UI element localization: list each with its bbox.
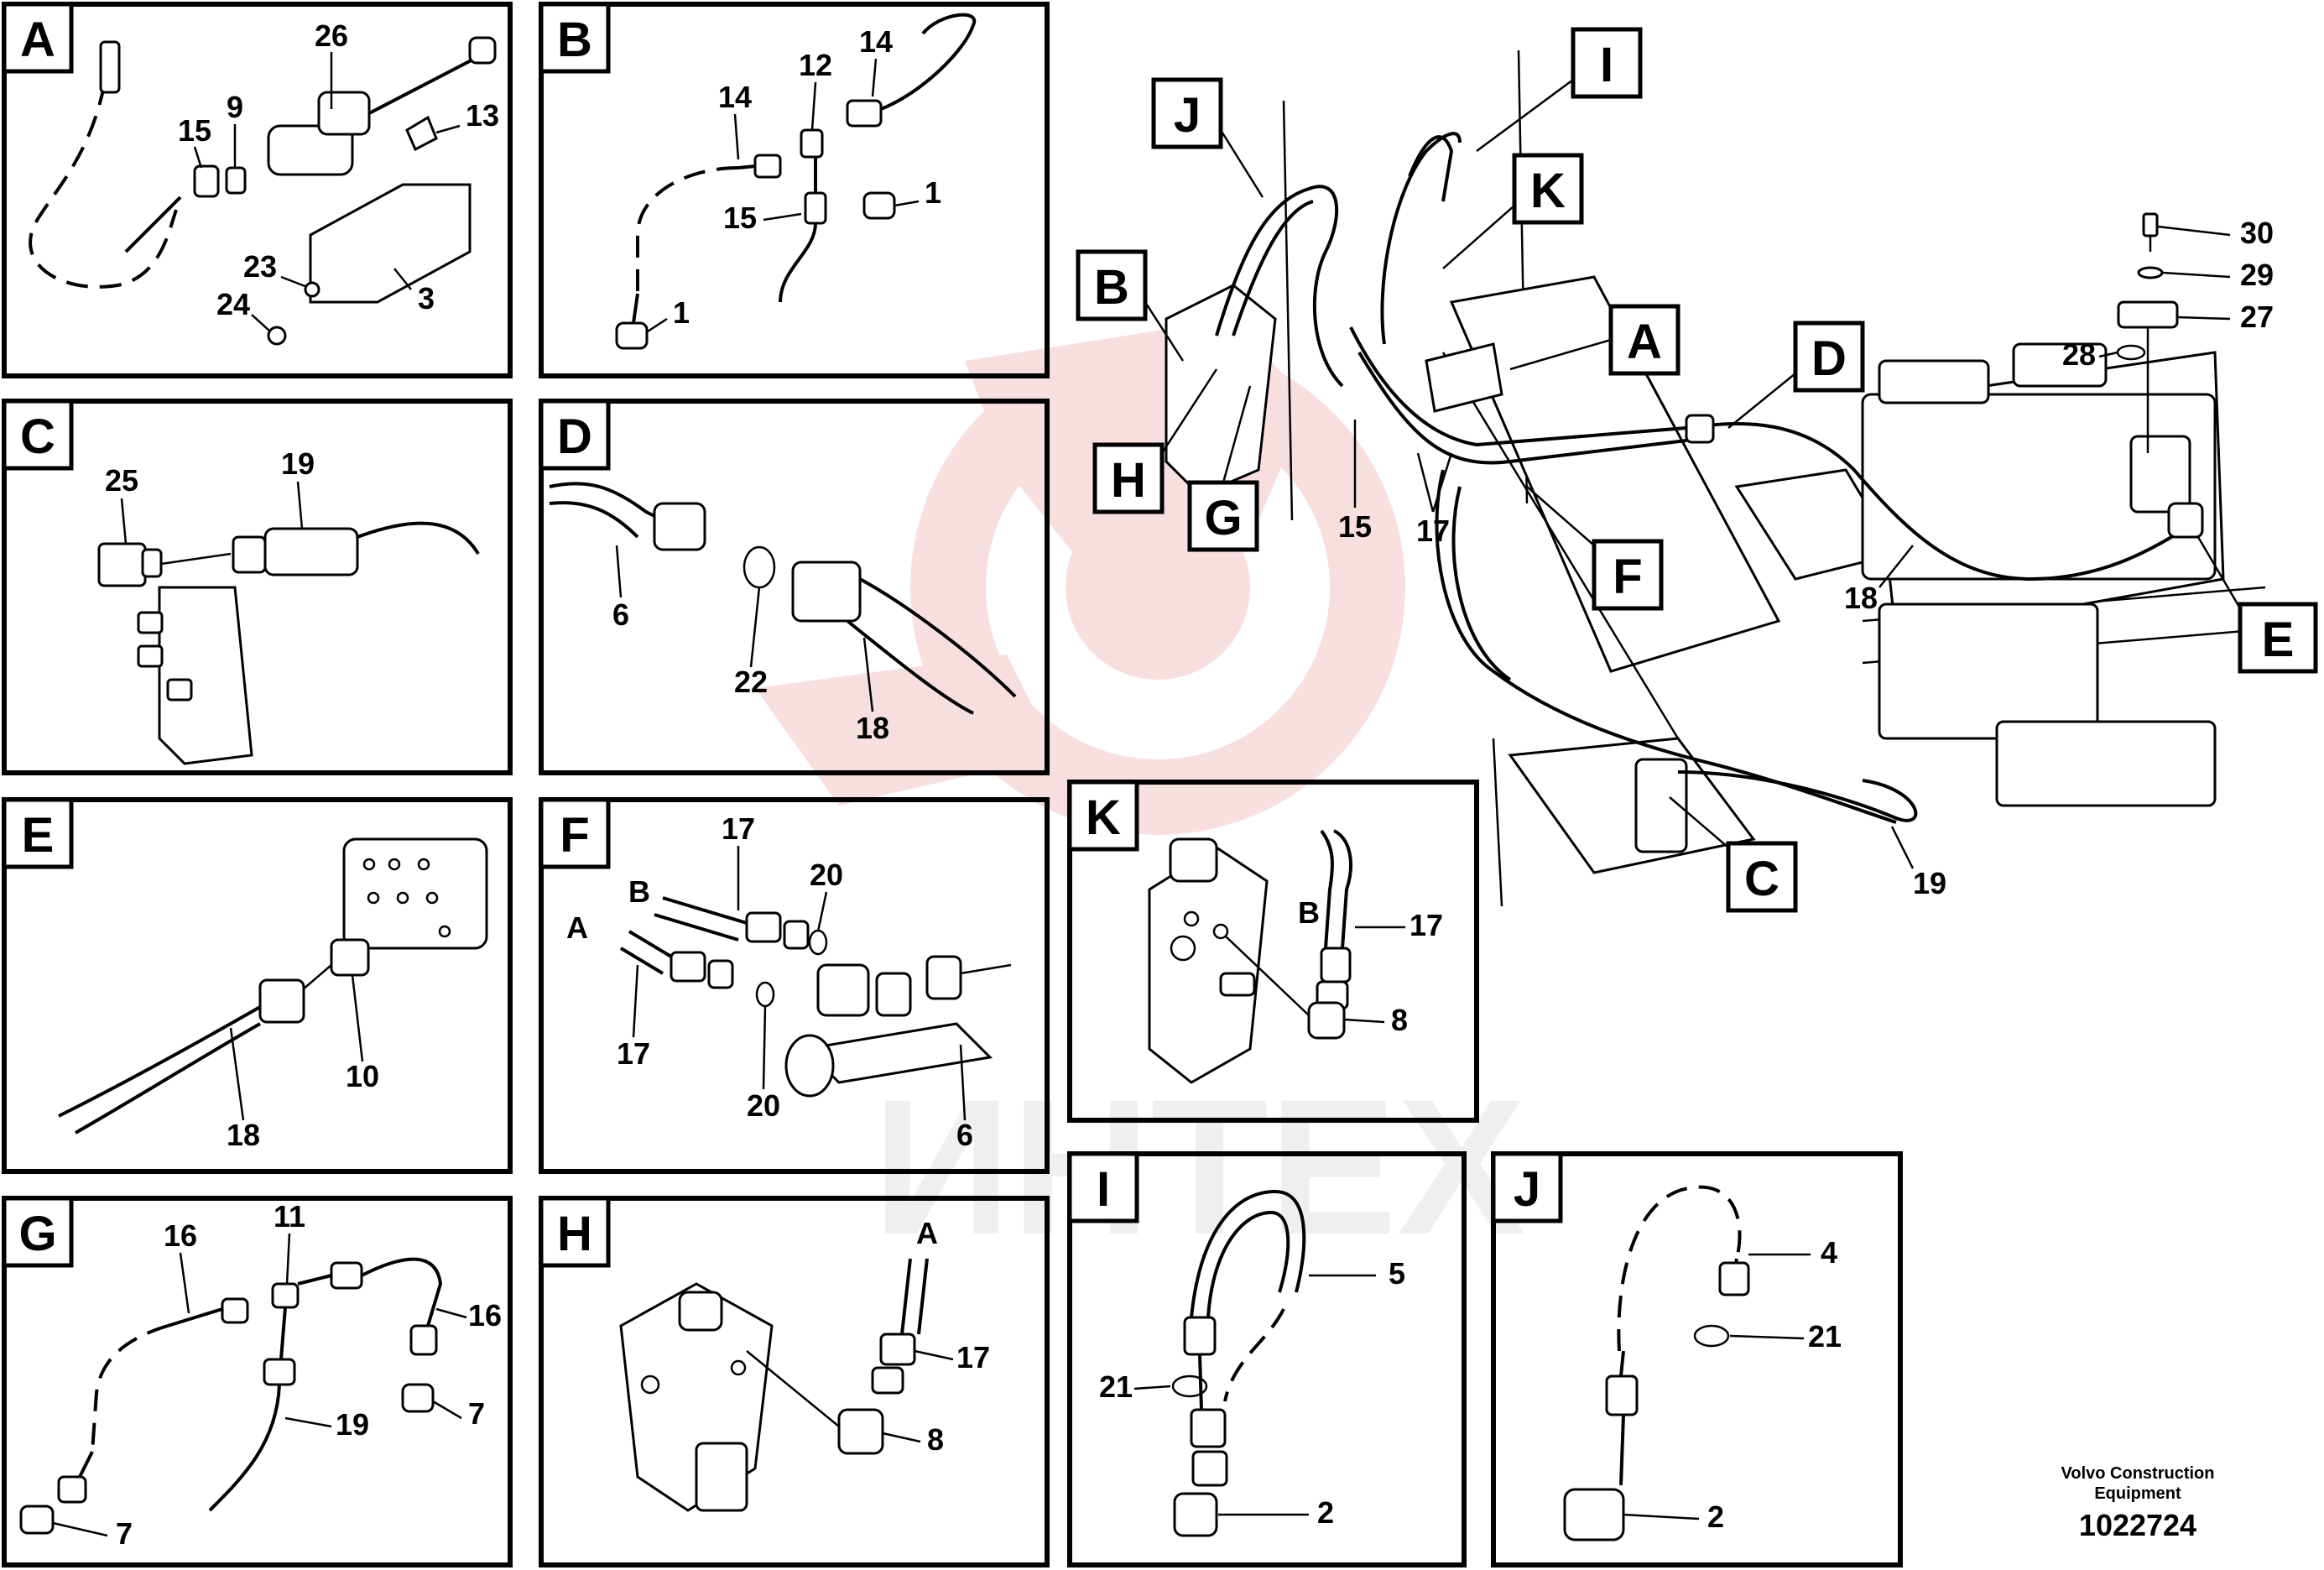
part-label: 19 xyxy=(1913,866,1946,900)
panel-b-tag: B xyxy=(557,13,592,67)
callout-c: C xyxy=(1744,852,1779,906)
callout-b: B xyxy=(1094,260,1129,315)
callout-a: A xyxy=(1627,315,1662,369)
watermark: ИНТЕХ xyxy=(755,319,1526,1275)
part-label: 16 xyxy=(468,1298,502,1333)
part-label: 4 xyxy=(1821,1235,1837,1270)
part-label: 28 xyxy=(2062,337,2096,372)
panel-c: C 25 19 xyxy=(2,399,513,775)
part-label: 9 xyxy=(227,90,243,124)
part-label: 26 xyxy=(315,18,348,53)
callout-h: H xyxy=(1111,453,1146,508)
part-label: A xyxy=(916,1216,938,1250)
footer: Volvo Construction Equipment 1022724 xyxy=(2061,1464,2215,1542)
part-label: 25 xyxy=(105,463,138,498)
part-label: 3 xyxy=(418,281,435,316)
callout-e: E xyxy=(2262,613,2295,667)
svg-text:ИНТЕХ: ИНТЕХ xyxy=(873,1059,1526,1275)
part-label: 20 xyxy=(747,1088,780,1123)
company-name-line1: Volvo Construction xyxy=(2061,1464,2215,1483)
part-label: 6 xyxy=(956,1118,973,1152)
part-label: 19 xyxy=(336,1407,369,1442)
part-label: 29 xyxy=(2240,258,2274,292)
part-label: 7 xyxy=(468,1396,485,1431)
part-label: 16 xyxy=(164,1218,197,1253)
part-label: 14 xyxy=(859,24,893,59)
panel-j-tag: J xyxy=(1514,1162,1540,1217)
part-label: 14 xyxy=(718,80,752,114)
panel-e-tag: E xyxy=(22,808,55,863)
part-label: 17 xyxy=(722,811,755,846)
part-label: 8 xyxy=(927,1422,944,1457)
document-number: 1022724 xyxy=(2079,1508,2196,1542)
part-label: 10 xyxy=(346,1059,379,1093)
part-label: 23 xyxy=(243,249,277,284)
panel-f: F 17 20 B A 17 20 6 xyxy=(539,797,1050,1174)
part-label: 19 xyxy=(281,446,315,481)
panel-k: K B 17 8 xyxy=(1067,780,1479,1123)
part-label: 7 xyxy=(116,1516,133,1551)
panel-g: G 16 11 16 19 7 7 xyxy=(2,1196,513,1567)
part-label: 30 xyxy=(2240,216,2274,250)
part-label: 17 xyxy=(617,1036,650,1071)
company-name-line2: Equipment xyxy=(2094,1484,2181,1503)
part-label: 22 xyxy=(734,665,768,699)
part-label: 15 xyxy=(1338,509,1372,544)
panel-d: D 6 22 18 xyxy=(539,399,1050,775)
panel-h: H A 17 8 xyxy=(539,1196,1050,1567)
callout-j: J xyxy=(1174,88,1201,143)
panel-c-tag: C xyxy=(20,409,55,464)
callout-i: I xyxy=(1600,38,1613,92)
part-label: B xyxy=(1298,895,1320,930)
part-label: B xyxy=(628,874,650,909)
callout-g: G xyxy=(1204,491,1242,545)
part-label: 20 xyxy=(810,858,843,892)
part-label: 18 xyxy=(856,711,889,745)
main-view: J I K B A D H G F E C 30 29 xyxy=(1076,27,2318,913)
callout-d: D xyxy=(1811,331,1847,386)
part-label: 11 xyxy=(274,1199,305,1234)
part-label: A xyxy=(566,910,588,945)
part-label: 2 xyxy=(1317,1495,1334,1530)
part-label: 21 xyxy=(1808,1319,1842,1354)
part-label: 15 xyxy=(178,113,211,148)
panel-i: I 5 21 2 xyxy=(1067,1151,1467,1567)
panel-e: E 10 18 xyxy=(2,797,513,1174)
panel-h-tag: H xyxy=(557,1207,592,1261)
part-label: 17 xyxy=(1410,908,1443,942)
panel-f-tag: F xyxy=(560,808,589,863)
part-label: 15 xyxy=(723,201,757,235)
part-label: 2 xyxy=(1707,1500,1724,1534)
callout-k: K xyxy=(1530,164,1566,218)
part-label: 12 xyxy=(799,48,832,82)
part-label: 24 xyxy=(216,287,250,321)
panel-k-tag: K xyxy=(1086,790,1121,845)
panel-a: A 26 15 9 13 23 24 3 xyxy=(2,2,513,378)
panel-d-tag: D xyxy=(557,409,592,464)
part-label: 17 xyxy=(1416,514,1450,548)
panel-b: B 14 12 14 15 1 1 xyxy=(539,2,1050,378)
part-label: 21 xyxy=(1099,1369,1133,1404)
part-label: 8 xyxy=(1391,1003,1408,1037)
part-label: 13 xyxy=(466,98,499,133)
part-label: 5 xyxy=(1389,1256,1405,1291)
part-label: 6 xyxy=(612,597,629,632)
part-label: 1 xyxy=(673,295,690,330)
part-label: 27 xyxy=(2240,300,2274,334)
panel-g-tag: G xyxy=(18,1207,56,1261)
part-label: 18 xyxy=(1844,581,1878,615)
part-label: 1 xyxy=(925,175,941,210)
panel-a-tag: A xyxy=(20,13,55,67)
panel-j: J 4 21 2 xyxy=(1491,1151,1903,1567)
callout-f: F xyxy=(1613,550,1642,604)
part-label: 18 xyxy=(227,1118,260,1152)
panel-i-tag: I xyxy=(1097,1162,1110,1217)
part-label: 17 xyxy=(956,1340,990,1374)
